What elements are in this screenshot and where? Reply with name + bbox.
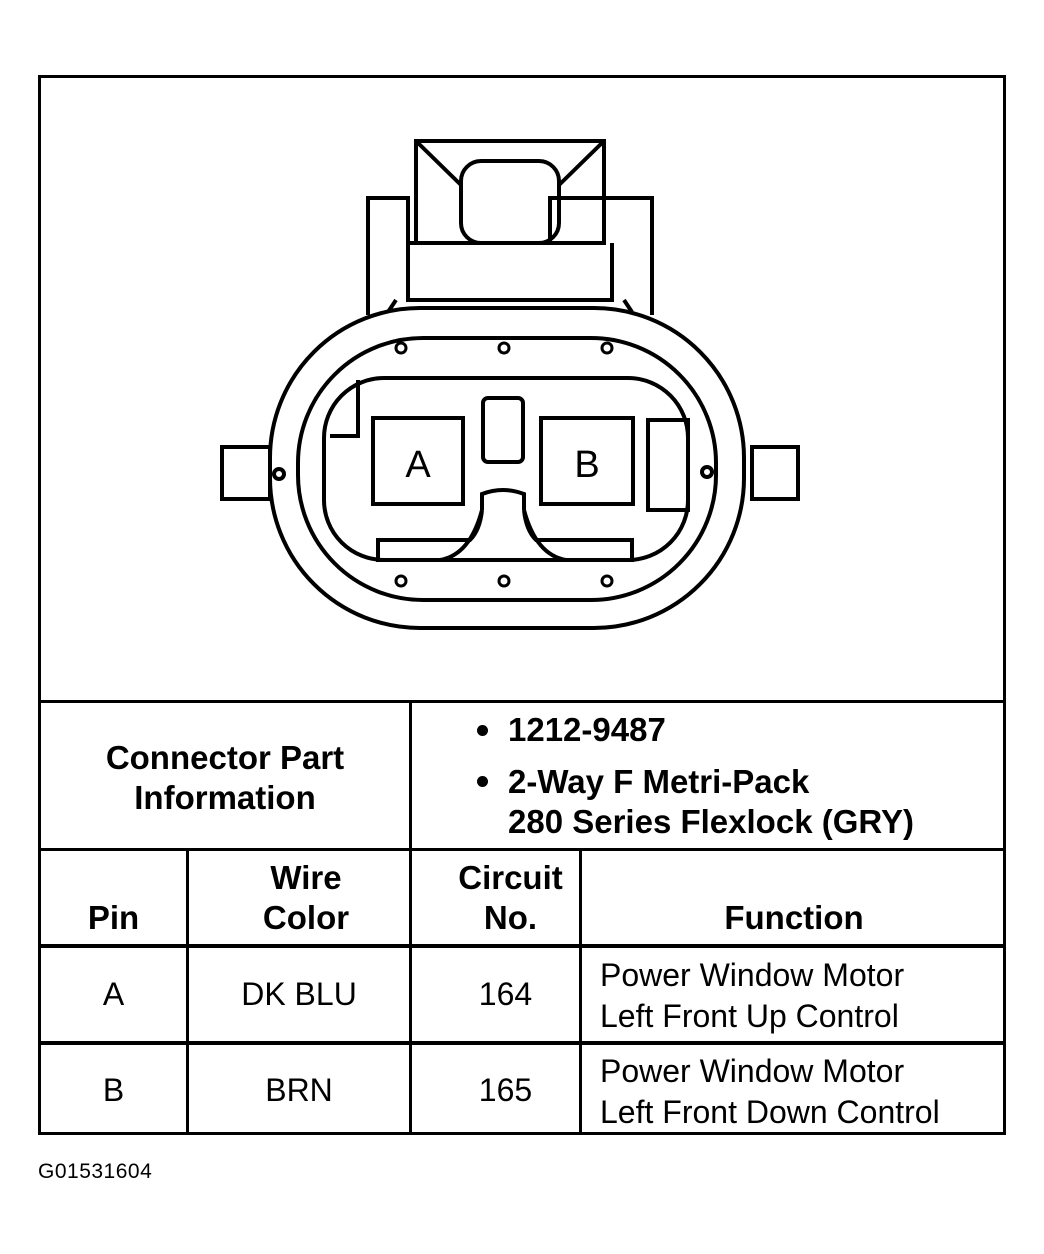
pin-cavity-a [371, 416, 465, 506]
divider-col-2 [409, 848, 412, 1135]
bullet-icon [477, 776, 488, 787]
pin-label-a: A [405, 444, 431, 486]
bullet-icon [477, 725, 488, 736]
divider-part-info [38, 848, 1006, 851]
connector-latch [366, 139, 654, 315]
row-b-pin: B [102, 1071, 125, 1108]
pin-cavity-b [539, 416, 635, 506]
row-a-function: Power Window Motor Left Front Up Control [600, 957, 905, 1034]
divider-col-1 [186, 848, 189, 1135]
divider-diagram [38, 700, 1006, 703]
part-number: 1212-9487 [508, 711, 666, 748]
row-a-wire-color: DK BLU [241, 976, 357, 1012]
header-wire-color: Wire Color [262, 858, 350, 936]
row-b-function: Power Window Motor Left Front Down Contr… [600, 1053, 940, 1130]
connector-body [268, 306, 746, 630]
divider-part-col [409, 700, 412, 851]
part-description-line-2: 280 Series Flexlock (GRY) [508, 803, 914, 840]
row-b-wire-color: BRN [265, 1071, 333, 1108]
pin-label-b: B [574, 444, 599, 486]
divider-header [38, 944, 1006, 948]
row-a-pin: A [102, 976, 125, 1012]
row-b-circuit: 165 [478, 1071, 533, 1108]
header-function: Function [724, 899, 864, 936]
divider-row [38, 1041, 1006, 1045]
diagram-frame [38, 75, 1006, 1135]
header-pin: Pin [87, 899, 140, 936]
connector-holes [394, 341, 614, 588]
divider-col-3 [579, 848, 582, 1135]
row-a-circuit: 164 [478, 976, 533, 1012]
connector-diagram: A B [220, 139, 800, 630]
header-circuit: Circuit No. [458, 858, 563, 936]
part-description-line-1: 2-Way F Metri-Pack [508, 763, 810, 800]
part-info-label: Connector Part Information [105, 738, 345, 816]
figure-id: G01531604 [38, 1160, 153, 1183]
